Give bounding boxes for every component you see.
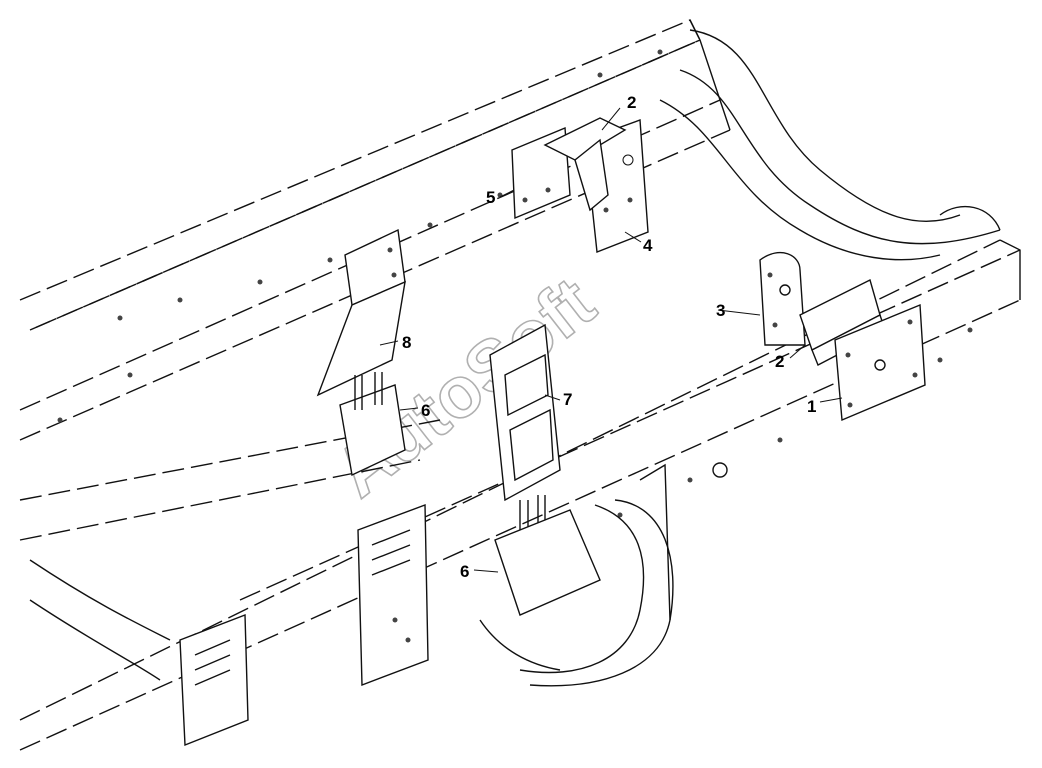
part-6-upper-mount — [339, 372, 406, 477]
callout-6-upper: 6 — [421, 401, 430, 420]
callout-4: 4 — [643, 236, 653, 255]
part-1-plate — [834, 303, 926, 422]
part-8-support — [316, 228, 406, 397]
part-2-upper-mount — [543, 117, 627, 212]
callout-6-lower: 6 — [460, 562, 469, 581]
callout-8: 8 — [402, 333, 411, 352]
cross-member — [659, 29, 1001, 261]
outrigger-bracket-2 — [357, 503, 429, 687]
spring-hanger-bracket — [479, 463, 674, 687]
callout-2-upper: 2 — [627, 93, 636, 112]
part-6-lower-mount — [494, 495, 601, 616]
part-7-housing — [489, 323, 561, 502]
callout-5: 5 — [486, 188, 495, 207]
part-3-bracket — [759, 251, 806, 346]
outrigger-bracket-1 — [179, 613, 249, 747]
callout-7: 7 — [563, 390, 572, 409]
callout-2-right: 2 — [775, 352, 784, 371]
callout-3: 3 — [716, 301, 725, 320]
callout-1: 1 — [807, 397, 816, 416]
